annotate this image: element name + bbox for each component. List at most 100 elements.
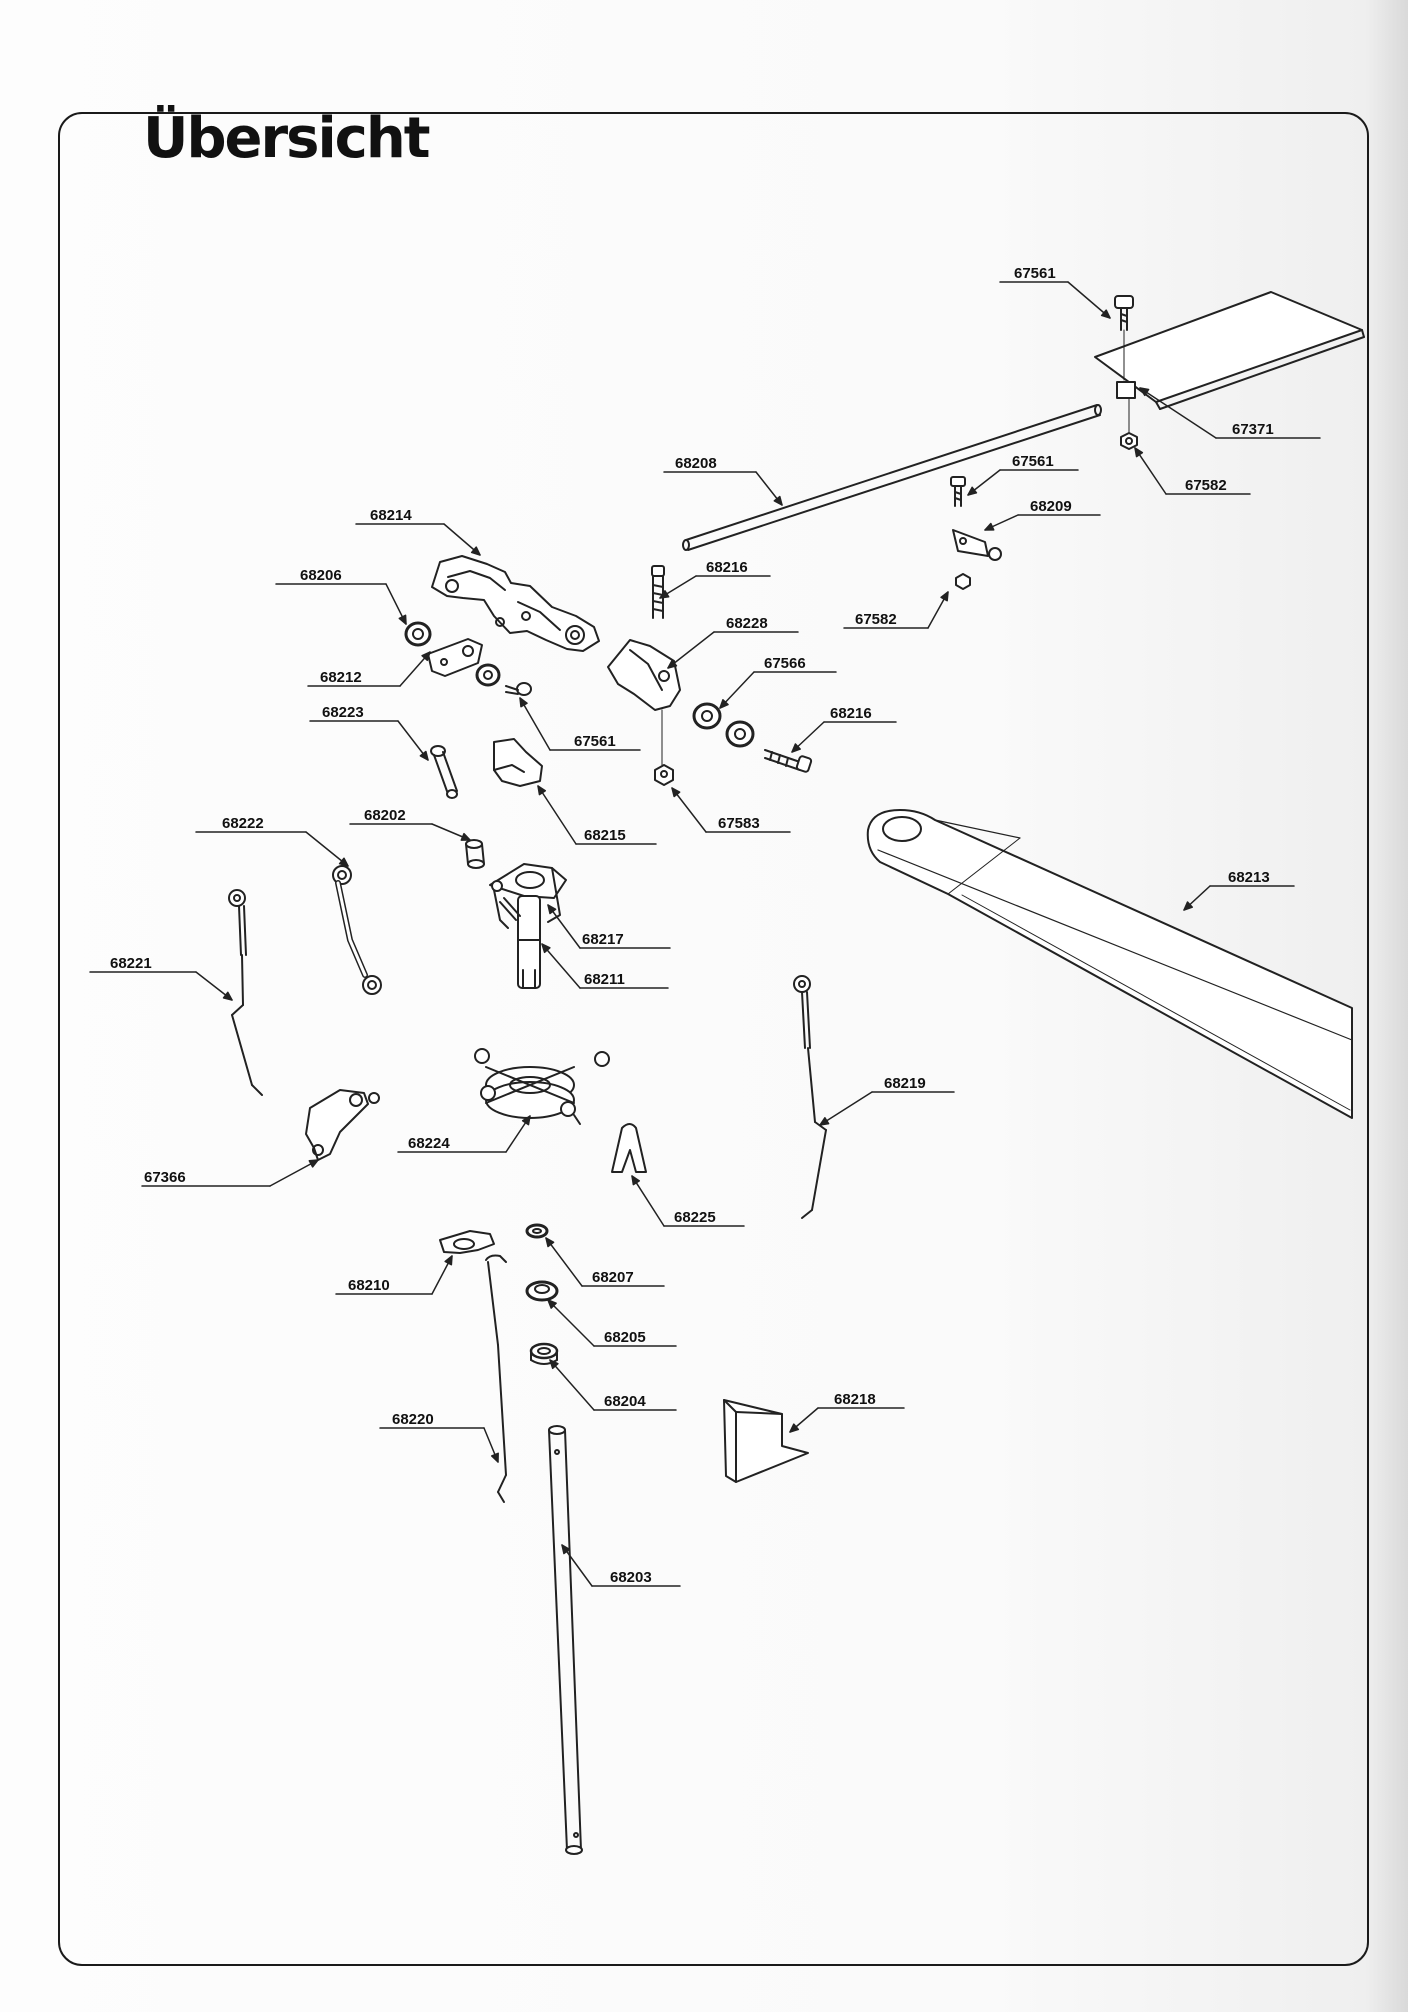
part-callout: 68204 — [549, 1359, 677, 1411]
pushrod-icon — [485, 1254, 507, 1503]
part-number-label: 68220 — [392, 1411, 434, 1428]
part-number-label: 68209 — [1030, 498, 1072, 515]
part-callout: 68223 — [309, 704, 429, 761]
part-number-label: 68205 — [604, 1329, 646, 1346]
part-callout: 68214 — [355, 507, 481, 556]
callout-leader-line — [1139, 387, 1217, 439]
part-callout: 67561 — [999, 265, 1111, 319]
ball-link-icon — [952, 529, 1002, 561]
part-number-label: 67583 — [718, 815, 760, 832]
part-callout: 67583 — [671, 787, 791, 833]
callout-arrowhead — [671, 787, 681, 798]
callout-arrowhead — [338, 857, 349, 867]
part-number-label: 68207 — [592, 1269, 634, 1286]
callout-arrowhead — [984, 522, 995, 531]
nut-icon — [654, 764, 674, 786]
part-number-label: 68219 — [884, 1075, 926, 1092]
callout-arrowhead — [222, 991, 233, 1001]
callout-leader-line — [545, 1237, 583, 1287]
part-number-label: 67561 — [1014, 265, 1056, 282]
part-callout: 68220 — [379, 1411, 499, 1463]
part-number-label: 67366 — [144, 1169, 186, 1186]
part-callout: 67366 — [141, 1159, 319, 1187]
part-number-label: 68214 — [370, 507, 412, 524]
part-number-label: 68216 — [706, 559, 748, 576]
part-number-label: 67582 — [1185, 477, 1227, 494]
part-callout: 67371 — [1139, 387, 1321, 439]
bellcrank-icon — [305, 1089, 380, 1161]
part-callout: 68209 — [984, 498, 1101, 531]
screw-icon — [950, 476, 966, 507]
part-number-label: 68206 — [300, 567, 342, 584]
part-number-label: 68228 — [726, 615, 768, 632]
callout-arrowhead — [460, 832, 471, 841]
page-title: Übersicht — [143, 106, 431, 171]
part-number-label: 68216 — [830, 705, 872, 722]
callout-leader-line — [667, 631, 715, 669]
callout-arrowhead — [773, 495, 783, 506]
part-callout: 68215 — [537, 785, 657, 845]
part-number-label: 68223 — [322, 704, 364, 721]
part-callout: 68213 — [1183, 869, 1295, 911]
callout-arrowhead — [398, 614, 407, 625]
main-shaft-icon — [548, 1425, 583, 1855]
part-number-label: 68212 — [320, 669, 362, 686]
callout-arrowhead — [547, 904, 557, 915]
callout-arrowhead — [547, 1299, 557, 1309]
bolt-icon — [651, 565, 665, 619]
part-number-label: 67371 — [1232, 421, 1274, 438]
part-callout: 68228 — [667, 615, 799, 669]
callout-leader-line — [631, 1175, 665, 1227]
callout-arrowhead — [541, 943, 551, 954]
part-callout: 68217 — [547, 904, 671, 949]
part-number-label: 68224 — [408, 1135, 450, 1152]
callout-arrowhead — [1134, 447, 1144, 458]
callout-arrowhead — [421, 651, 431, 662]
collar-icon — [529, 1342, 559, 1365]
nut-icon — [1120, 397, 1138, 450]
callout-leader-line — [819, 1091, 873, 1126]
callout-arrowhead — [537, 785, 547, 796]
callout-arrowhead — [444, 1255, 453, 1266]
pin-icon — [430, 745, 458, 799]
washer-icon — [525, 1223, 549, 1239]
callout-arrowhead — [819, 1117, 830, 1126]
bearing-icon — [475, 663, 501, 687]
callout-arrowhead — [521, 1115, 531, 1126]
part-number-label: 68213 — [1228, 869, 1270, 886]
callout-arrowhead — [791, 743, 801, 753]
callout-leader-line — [269, 1159, 319, 1187]
rotor-head-icon — [431, 555, 600, 652]
part-number-label: 68210 — [348, 1277, 390, 1294]
part-callout: 67582 — [1134, 447, 1251, 495]
bracket-icon — [723, 1399, 809, 1483]
screw-icon — [505, 682, 532, 696]
part-number-label: 68203 — [610, 1569, 652, 1586]
pushrod-icon — [793, 975, 827, 1219]
part-number-label: 68225 — [674, 1209, 716, 1226]
rotor-blade-icon — [866, 809, 1353, 1119]
part-callout: 68210 — [335, 1255, 453, 1295]
paddle-icon — [1094, 291, 1365, 410]
part-number-label: 68208 — [675, 455, 717, 472]
callout-leader-line — [1067, 281, 1111, 319]
part-callout: 68211 — [541, 943, 669, 989]
plate-icon — [427, 638, 483, 677]
bolt-icon — [764, 749, 813, 773]
part-callout: 68222 — [195, 815, 349, 867]
callout-leader-line — [519, 697, 551, 751]
callout-arrowhead — [470, 546, 481, 556]
blade-grip-icon — [607, 639, 681, 766]
bearing-icon — [692, 702, 755, 748]
part-number-label: 67561 — [1012, 453, 1054, 470]
part-number-label: 67561 — [574, 733, 616, 750]
part-number-label: 68218 — [834, 1391, 876, 1408]
clip-icon — [493, 738, 543, 787]
callout-arrowhead — [419, 750, 429, 761]
part-callout: 68221 — [89, 955, 233, 1001]
callout-arrowhead — [308, 1159, 319, 1168]
callout-leader-line — [1134, 447, 1167, 495]
part-callout: 68224 — [397, 1115, 531, 1153]
